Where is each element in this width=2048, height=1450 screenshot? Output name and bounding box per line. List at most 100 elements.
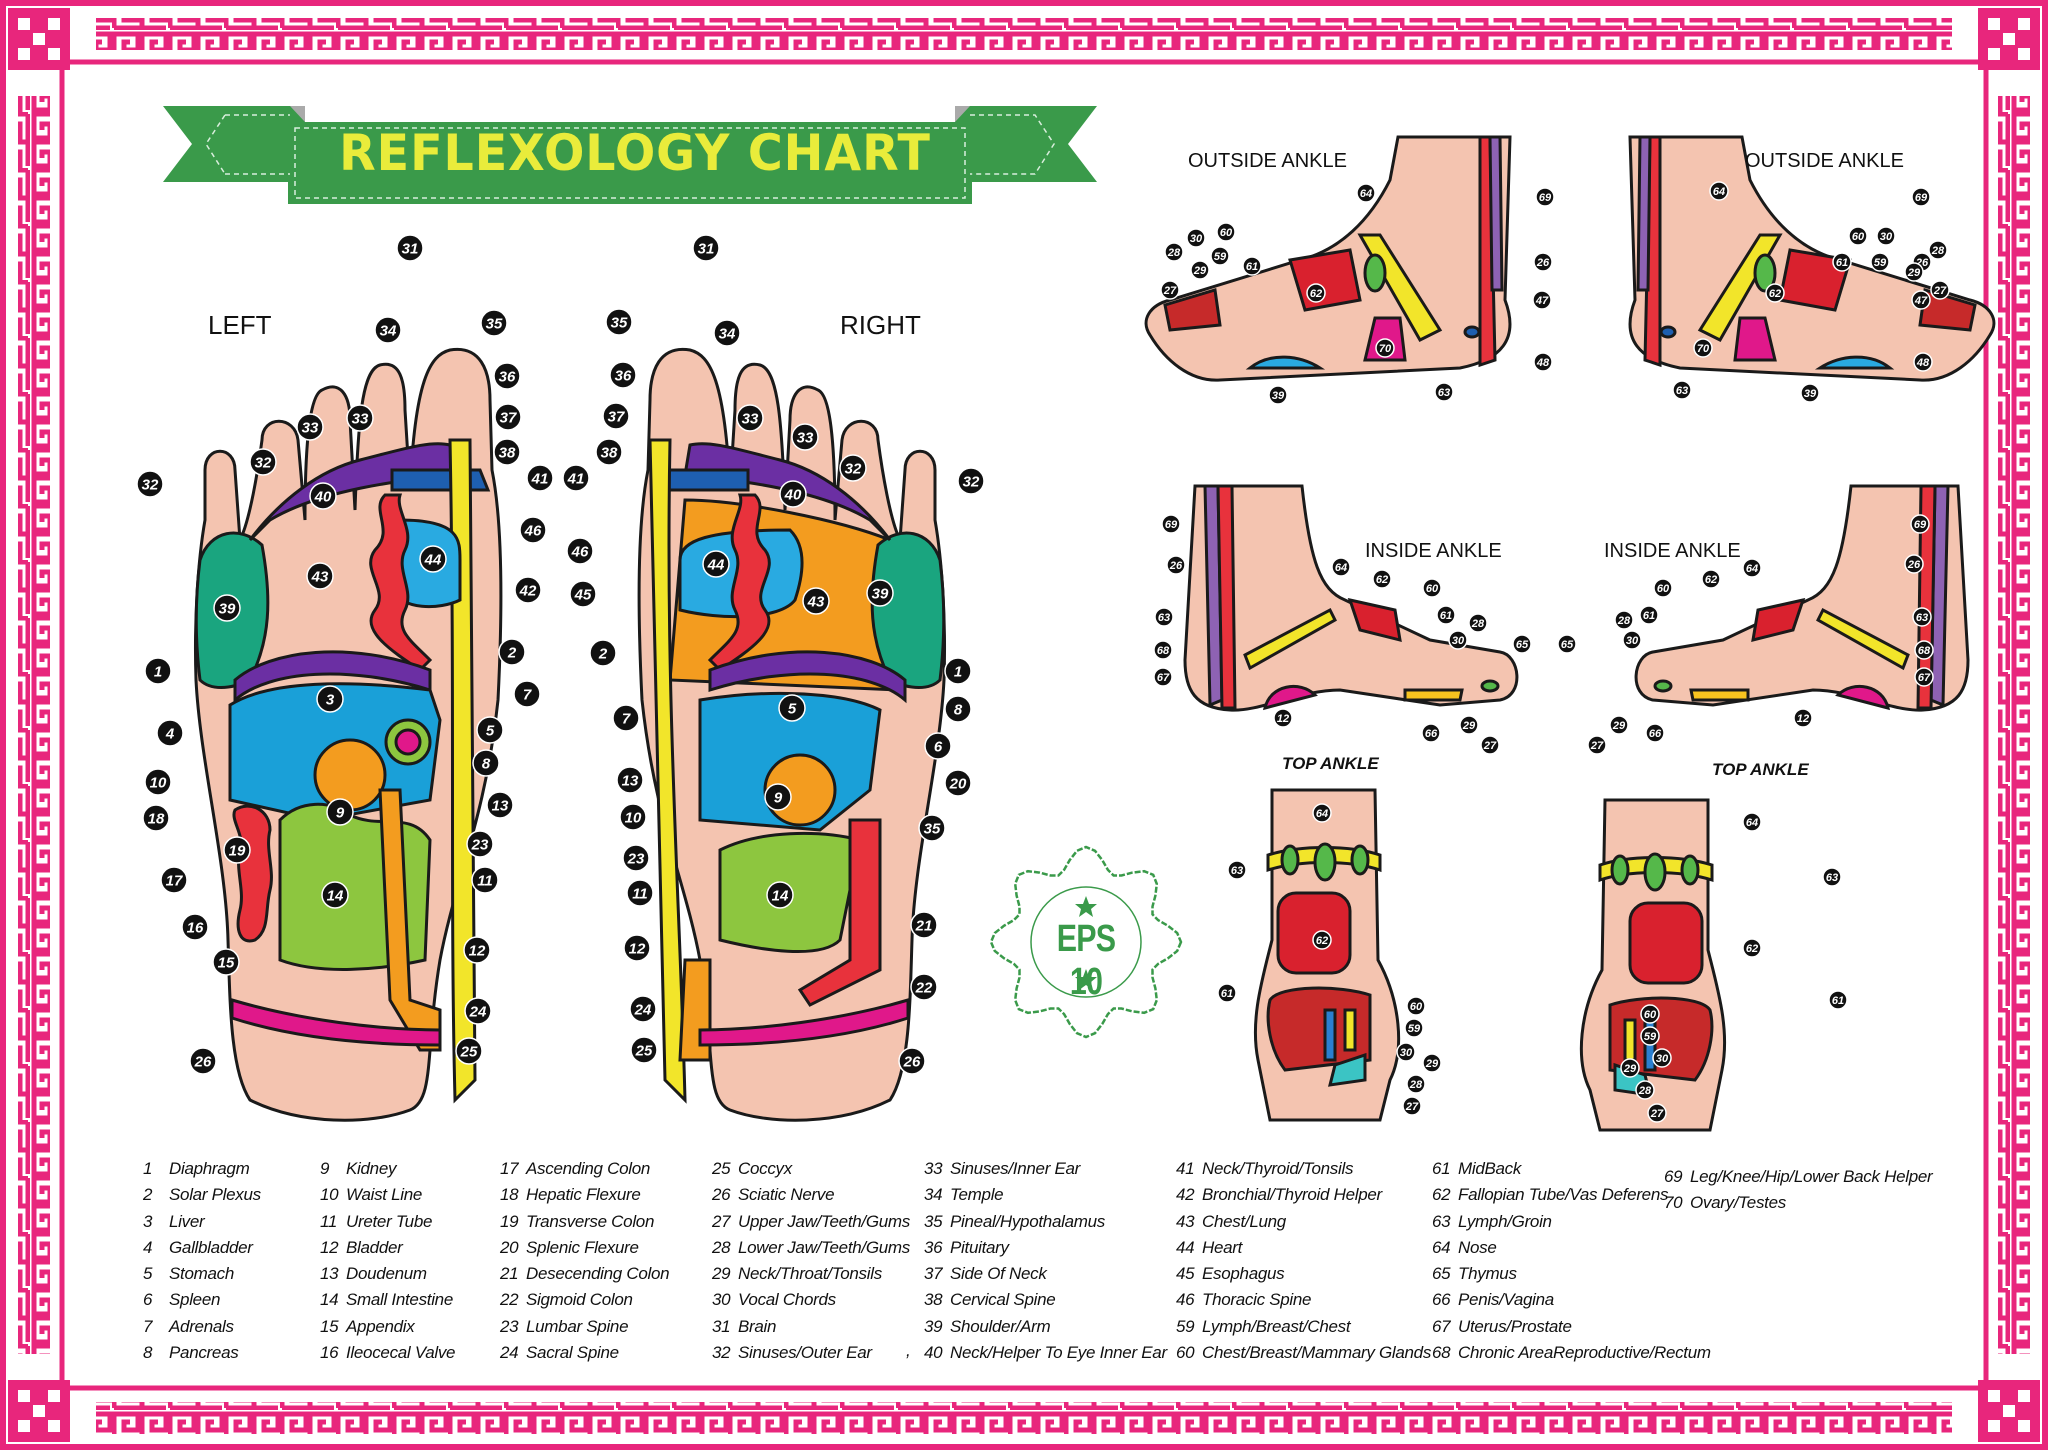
- outside-ankle-left-label: OUTSIDE ANKLE: [1188, 150, 1347, 172]
- marker-circle: [605, 308, 633, 336]
- marker-number: 30: [1880, 231, 1893, 243]
- marker-number: 28: [1471, 618, 1485, 630]
- zone-marker-outside-right: 48: [1913, 352, 1933, 372]
- marker-number: 69: [1914, 519, 1927, 531]
- legend-label: Fallopian Tube/Vas Deferens: [1458, 1185, 1669, 1205]
- zone-marker-right-sole: 31: [692, 234, 720, 262]
- marker-circle: [1422, 578, 1442, 598]
- zone-marker-inside-right: 64: [1742, 558, 1762, 578]
- zone-marker-inside-right: 30: [1622, 630, 1642, 650]
- star-icon: [1075, 896, 1097, 917]
- zone-marker-inside-right: 12: [1793, 708, 1813, 728]
- zone-marker-outside-left: 29: [1190, 260, 1210, 280]
- legend-label: Neck/Throat/Tonsils: [738, 1264, 882, 1284]
- legend-number: 6: [143, 1290, 153, 1310]
- zone-marker-inside-right: 62: [1701, 569, 1721, 589]
- marker-circle: [629, 995, 657, 1023]
- marker-circle: [622, 844, 650, 872]
- legend-number: 42: [1176, 1185, 1195, 1205]
- legend-label: Chronic AreaReproductive/Rectum: [1458, 1343, 1711, 1363]
- legend-label: MidBack: [1458, 1159, 1522, 1178]
- legend-number: 37: [924, 1264, 943, 1284]
- zone-marker-right-sole: 43: [802, 587, 830, 615]
- legend-number: 8: [143, 1343, 153, 1363]
- marker-circle: [1166, 555, 1186, 575]
- marker-circle: [493, 438, 521, 466]
- marker-circle: [944, 695, 972, 723]
- marker-number: 26: [1169, 560, 1183, 572]
- marker-number: 69: [1539, 192, 1552, 204]
- zone-marker-outside-left: 64: [1356, 183, 1376, 203]
- zone-marker-inside-right: 68: [1914, 640, 1934, 660]
- marker-number: 32: [255, 454, 272, 471]
- zone-marker-top-left: 29: [1422, 1053, 1442, 1073]
- zone-marker-inside-right: 29: [1609, 715, 1629, 735]
- marker-circle: [630, 1036, 658, 1064]
- legend-number: 23: [500, 1316, 519, 1336]
- marker-number: 31: [698, 240, 715, 257]
- marker-circle: [766, 881, 794, 909]
- marker-circle: [562, 464, 590, 492]
- marker-number: 34: [719, 325, 736, 342]
- marker-number: 43: [807, 593, 825, 610]
- marker-number: 22: [915, 979, 933, 996]
- zone-marker-top-left: 63: [1227, 860, 1247, 880]
- legend-label: Liver: [169, 1211, 205, 1231]
- marker-circle: [612, 704, 640, 732]
- marker-number: 36: [615, 367, 632, 384]
- marker-circle: [493, 362, 521, 390]
- marker-number: 61: [1440, 610, 1452, 622]
- legend-number: 2: [143, 1185, 153, 1205]
- marker-circle: [1622, 630, 1642, 650]
- top-ankle-right-diagram: [1579, 798, 1727, 1132]
- zone-marker-inside-right: 65: [1557, 634, 1577, 654]
- marker-circle: [1532, 290, 1552, 310]
- marker-circle: [181, 913, 209, 941]
- marker-circle: [616, 766, 644, 794]
- marker-number: 2: [598, 645, 608, 662]
- marker-circle: [326, 798, 354, 826]
- marker-circle: [419, 545, 447, 573]
- legend-number: 45: [1176, 1264, 1195, 1284]
- marker-circle: [1356, 183, 1376, 203]
- zone-marker-right-sole: 23: [622, 844, 650, 872]
- chart-title: REFLEXOLOGY CHART: [339, 124, 931, 182]
- marker-circle: [1375, 338, 1395, 358]
- legend-number: 65: [1432, 1264, 1451, 1284]
- top-ankle-right-label: TOP ANKLE: [1712, 760, 1809, 779]
- zone-marker-inside-right: 28: [1614, 610, 1634, 630]
- marker-circle: [321, 881, 349, 909]
- marker-circle: [1800, 383, 1820, 403]
- legend-number: 32: [712, 1343, 731, 1363]
- marker-circle: [189, 1047, 217, 1075]
- marker-number: 26: [1536, 257, 1550, 269]
- zone-marker-left-sole: 23: [466, 830, 494, 858]
- zone-marker-inside-left: 62: [1372, 569, 1392, 589]
- legend-label: Small Intestine: [346, 1290, 453, 1310]
- legend-label: Appendix: [346, 1316, 415, 1336]
- marker-number: 20: [949, 775, 967, 792]
- zone-marker-left-sole: 39: [213, 594, 241, 622]
- marker-circle: [160, 866, 188, 894]
- zone-marker-inside-left: 65: [1512, 634, 1532, 654]
- legend-number: 59: [1176, 1316, 1195, 1336]
- legend-label: Hepatic Flexure: [526, 1185, 641, 1205]
- legend-label: Ureter Tube: [346, 1211, 433, 1231]
- zone-marker-left-sole: 42: [514, 576, 542, 604]
- zone-marker-right-sole: 37: [602, 402, 630, 430]
- outside-ankle-left-diagram: [1144, 135, 1512, 382]
- zone-marker-right-sole: 24: [629, 995, 657, 1023]
